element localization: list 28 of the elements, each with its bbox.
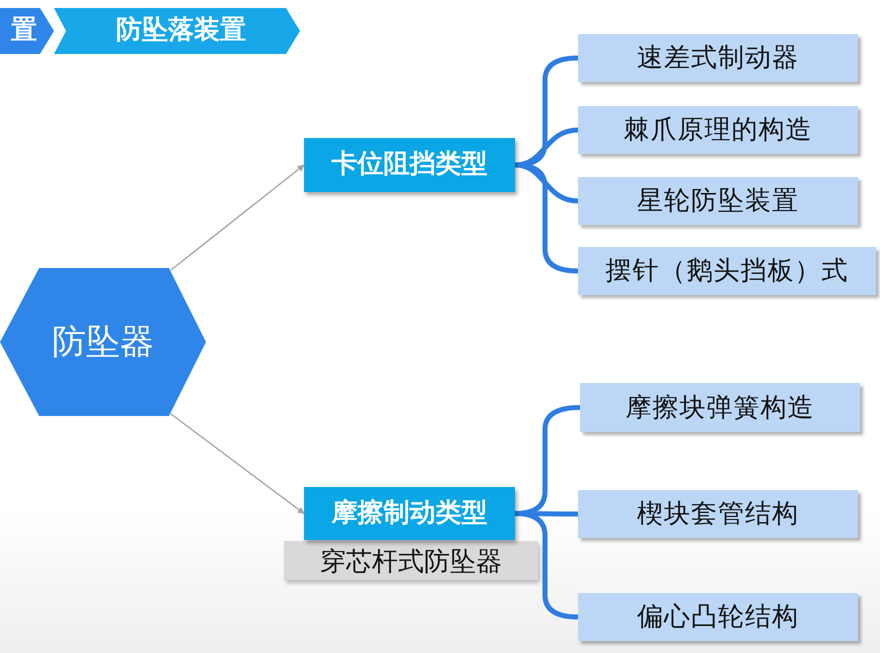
category-box	[304, 487, 515, 540]
item-box	[578, 490, 858, 538]
node-label: 防坠落装置	[116, 15, 246, 47]
node-label: 星轮防坠装置	[637, 185, 799, 217]
item-box	[578, 177, 858, 225]
node-label: 防坠器	[52, 322, 154, 362]
node-label: 置	[11, 15, 37, 47]
node-label: 摆针（鹅头挡板）式	[606, 255, 848, 287]
hexagon-node	[0, 268, 206, 416]
item-box	[578, 106, 858, 154]
item-box	[580, 383, 860, 432]
node-label: 卡位阻挡类型	[332, 149, 488, 181]
node-label: 棘爪原理的构造	[624, 114, 812, 146]
note-box	[284, 541, 538, 580]
node-label: 摩擦块弹簧构造	[626, 392, 814, 424]
breadcrumb-tab	[0, 8, 54, 54]
arrow	[170, 164, 305, 271]
node-label: 穿芯杆式防坠器	[320, 546, 502, 578]
node-label: 偏心凸轮结构	[637, 601, 799, 633]
node-label: 楔块套管结构	[637, 498, 799, 530]
item-box	[578, 34, 858, 82]
breadcrumb-tab	[54, 8, 300, 54]
node-label: 速差式制动器	[637, 42, 799, 74]
arrow	[170, 413, 305, 514]
item-box	[578, 247, 876, 295]
item-box	[578, 593, 858, 641]
node-label: 摩擦制动类型	[332, 498, 488, 530]
category-box	[304, 138, 515, 192]
